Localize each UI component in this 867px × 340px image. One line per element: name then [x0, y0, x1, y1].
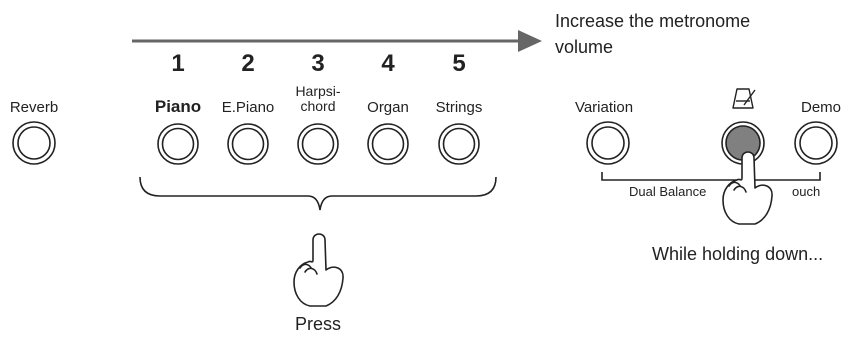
variation-button[interactable] [591, 126, 625, 160]
tone-number-2: 2 [241, 50, 255, 77]
tone-buttons [157, 123, 480, 165]
tone-number-4: 4 [381, 50, 395, 77]
harpsichord-label-line1: Harpsi- [295, 83, 341, 99]
dual-balance-bracket [601, 172, 821, 181]
holding-hand-icon [722, 151, 773, 225]
strings-label: Strings [435, 99, 483, 116]
demo-label: Demo [800, 99, 842, 116]
piano-label: Piano [154, 97, 202, 116]
pointing-hand-icon [293, 233, 344, 307]
reverb-button-inner[interactable] [17, 126, 51, 160]
increase-volume-note-line1: Increase the metronome [555, 11, 751, 31]
arrow-head [518, 30, 542, 52]
variation-label: Variation [574, 99, 634, 116]
harpsichord-label-line2: chord [300, 98, 336, 114]
tone-number-5: 5 [452, 50, 466, 77]
organ-button[interactable] [371, 127, 405, 161]
tone-number-3: 3 [311, 50, 325, 77]
piano-button[interactable] [161, 127, 195, 161]
tone-number-1: 1 [171, 50, 185, 77]
harpsichord-button[interactable] [301, 127, 335, 161]
e-piano-label: E.Piano [221, 99, 275, 116]
reverb-label: Reverb [9, 99, 59, 116]
increase-volume-note-line2: volume [555, 37, 614, 57]
dual-balance-label: Dual Balance [627, 184, 709, 199]
metronome-icon [732, 88, 756, 109]
e-piano-button[interactable] [231, 127, 265, 161]
touch-label-partial: ouch [792, 184, 821, 199]
while-holding-caption: While holding down... [652, 244, 824, 264]
strings-button[interactable] [442, 127, 476, 161]
press-caption: Press [294, 314, 342, 334]
group-brace [139, 176, 497, 211]
demo-button[interactable] [799, 126, 833, 160]
organ-label: Organ [367, 99, 409, 116]
